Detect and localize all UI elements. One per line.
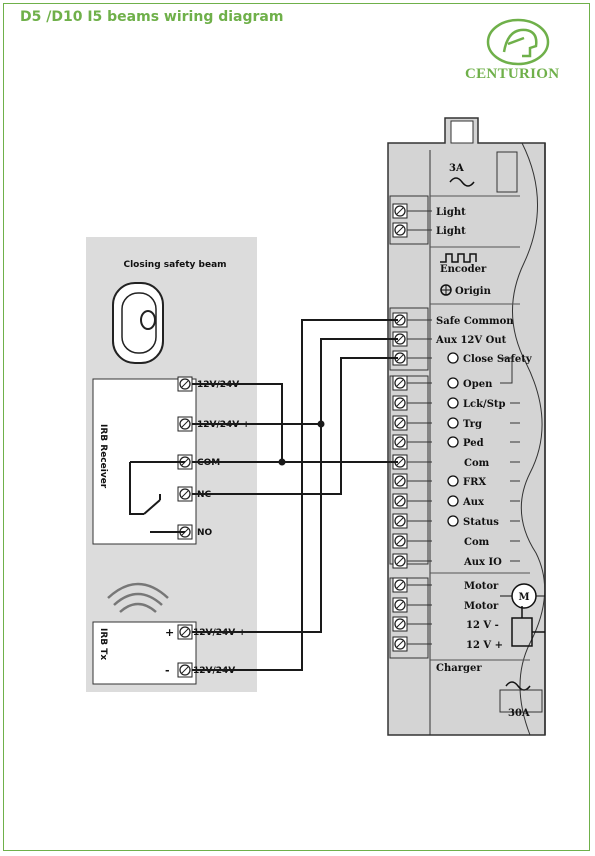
controller-terminal-screw-icon bbox=[392, 553, 408, 569]
relay-switch-icon bbox=[143, 499, 161, 515]
indicator-led-icon bbox=[447, 515, 459, 527]
battery-icon bbox=[511, 606, 545, 647]
motor-symbol: M bbox=[518, 592, 529, 603]
receiver-terminal-screw-icon bbox=[177, 376, 193, 392]
tx-polarity-label: + bbox=[165, 626, 174, 639]
controller-terminal-screw-icon bbox=[392, 473, 408, 489]
input-terminal-label: Status bbox=[463, 517, 499, 528]
page-border bbox=[3, 3, 590, 851]
indicator-led-icon bbox=[447, 417, 459, 429]
input-terminal-label: Com bbox=[464, 537, 490, 548]
motor-icon: M bbox=[500, 583, 545, 609]
controller-terminal-screw-icon bbox=[392, 395, 408, 411]
controller-terminal-screw-icon bbox=[392, 493, 408, 509]
receiver-terminal-label: NO bbox=[197, 528, 213, 538]
controller-board bbox=[387, 117, 546, 736]
tx-polarity-label: - bbox=[165, 664, 170, 677]
controller-terminal-screw-icon bbox=[392, 597, 408, 613]
wire-relay-common bbox=[129, 462, 144, 515]
fuse-bottom-label: 30A bbox=[508, 708, 530, 719]
controller-terminal-screw-icon bbox=[392, 415, 408, 431]
input-terminal-label: Trg bbox=[463, 419, 482, 430]
controller-terminal-screw-icon bbox=[392, 636, 408, 652]
open-label: Open bbox=[463, 379, 493, 390]
motor-terminal-label: Motor bbox=[464, 601, 499, 612]
input-terminal-label: FRX bbox=[463, 477, 486, 488]
receiver-terminal-screw-icon bbox=[177, 416, 193, 432]
tx-terminal-screw-icon bbox=[177, 624, 193, 640]
tx-terminal-screw-icon bbox=[177, 662, 193, 678]
indicator-led-icon bbox=[447, 352, 459, 364]
light-terminal-label: Light bbox=[436, 207, 466, 218]
centurion-logo-icon bbox=[486, 18, 550, 66]
light-terminal-label: Light bbox=[436, 226, 466, 237]
tx-label: IRB Tx bbox=[98, 628, 108, 660]
controller-terminal-screw-icon bbox=[392, 513, 408, 529]
wire-tx-positive bbox=[192, 338, 398, 633]
indicator-led-icon bbox=[447, 377, 459, 389]
input-terminal-label: Ped bbox=[463, 438, 484, 449]
junction-dot bbox=[278, 458, 286, 466]
junction-dot bbox=[317, 420, 325, 428]
motor-terminal-label: Motor bbox=[464, 581, 499, 592]
wire-receiver-negative bbox=[192, 383, 283, 462]
power-positive-label: 12 V + bbox=[466, 640, 503, 651]
wires bbox=[129, 319, 398, 671]
wire-nc bbox=[192, 357, 398, 495]
beam-heading: Closing safety beam bbox=[123, 260, 226, 270]
wire-tx-negative bbox=[192, 319, 398, 671]
controller-terminal-screw-icon bbox=[392, 375, 408, 391]
indicator-led-icon bbox=[447, 495, 459, 507]
controller-terminal-screw-icon bbox=[392, 203, 408, 219]
origin-label: Origin bbox=[455, 286, 492, 297]
controller-terminal-screw-icon bbox=[392, 222, 408, 238]
beam-unit-icon bbox=[112, 282, 164, 364]
input-terminal-label: Lck/Stp bbox=[463, 399, 506, 410]
controller-terminal-screw-icon bbox=[392, 577, 408, 593]
controller-terminal-screw-icon bbox=[392, 616, 408, 632]
controller-terminal-screw-icon bbox=[392, 434, 408, 450]
aux-12v-out-label: Aux 12V Out bbox=[435, 335, 507, 346]
wireless-icon bbox=[107, 582, 169, 613]
close-safety-label: Close Safety bbox=[463, 354, 533, 365]
input-terminal-label: Com bbox=[464, 458, 490, 469]
power-negative-label: 12 V - bbox=[466, 620, 499, 631]
receiver-label: IRB Receiver bbox=[98, 424, 108, 489]
input-terminal-label: Aux IO bbox=[463, 557, 502, 568]
indicator-led-icon bbox=[447, 475, 459, 487]
charger-label: Charger bbox=[436, 663, 482, 674]
safe-common-label: Safe Common bbox=[436, 316, 514, 327]
input-terminal-label: Aux bbox=[462, 497, 485, 508]
indicator-led-icon bbox=[447, 436, 459, 448]
indicator-led-icon bbox=[447, 397, 459, 409]
page-title: D5 /D10 I5 beams wiring diagram bbox=[20, 9, 284, 25]
controller-terminal-screw-icon bbox=[392, 454, 408, 470]
brand-name: CENTURION bbox=[465, 66, 560, 82]
controller-terminal-screw-icon bbox=[392, 533, 408, 549]
fuse-top-label: 3A bbox=[449, 163, 464, 174]
receiver-terminal-screw-icon bbox=[177, 486, 193, 502]
encoder-label: Encoder bbox=[440, 264, 487, 275]
